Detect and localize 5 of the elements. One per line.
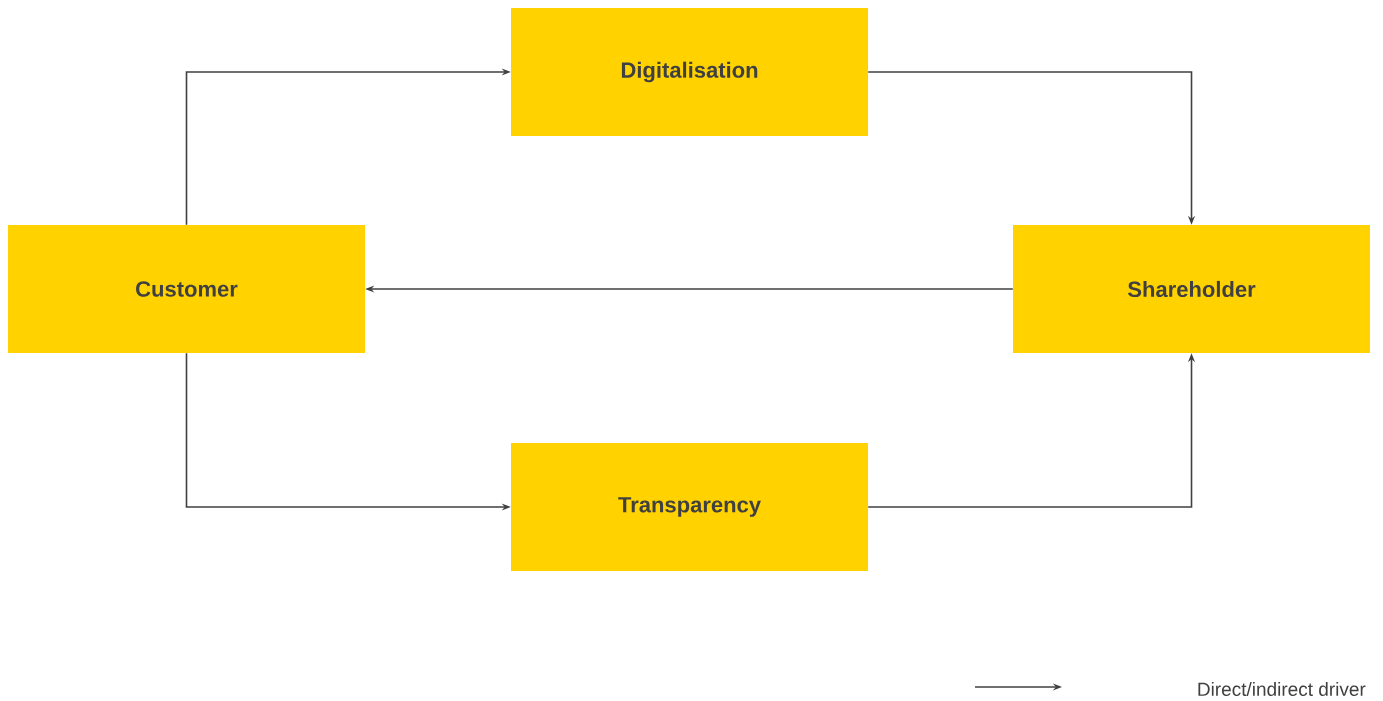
process-box: Customer bbox=[8, 225, 365, 353]
process-box: Digitalisation bbox=[511, 8, 868, 136]
legend-label: Direct/indirect driver bbox=[1198, 682, 1366, 696]
process-box: Transparency bbox=[511, 443, 868, 571]
process-box: Shareholder bbox=[1013, 225, 1370, 353]
